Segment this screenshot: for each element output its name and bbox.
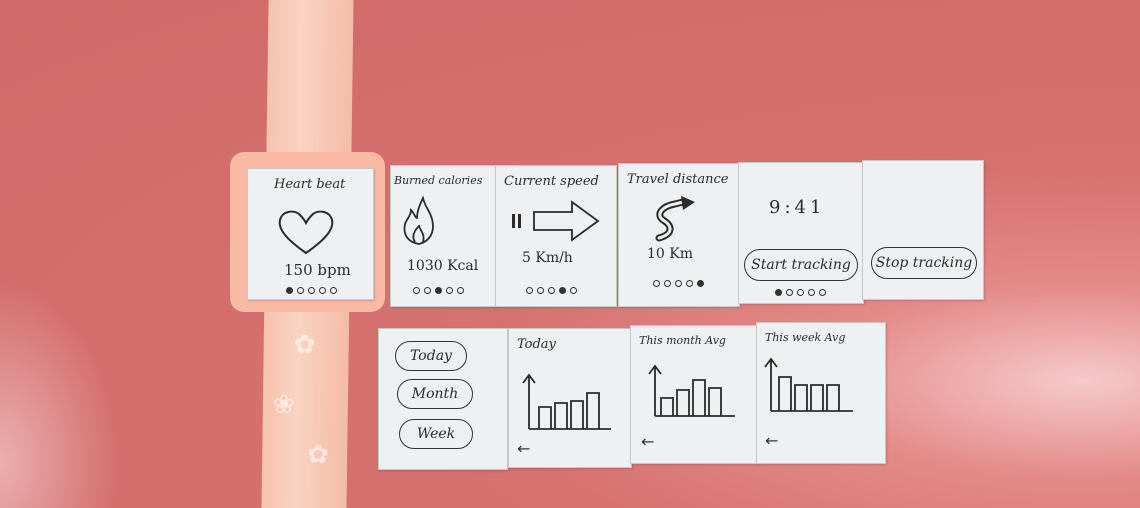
page-dot xyxy=(697,280,704,287)
stop-tracking-screen: Stop tracking xyxy=(862,160,984,300)
menu-today-button[interactable]: Today xyxy=(395,341,467,371)
page-dot xyxy=(330,287,337,294)
page-dots xyxy=(775,289,826,296)
heart-icon xyxy=(278,210,334,255)
page-dot xyxy=(819,289,826,296)
page-dot xyxy=(548,287,555,294)
page-dots xyxy=(286,287,337,294)
route-icon xyxy=(655,196,695,242)
today-chart-screen: Today ← xyxy=(508,328,632,468)
bar-chart-icon xyxy=(522,373,611,430)
page-dots xyxy=(653,280,704,287)
page-dot xyxy=(286,287,293,294)
stop-tracking-button[interactable]: Stop tracking xyxy=(871,247,977,279)
page-dot xyxy=(559,287,566,294)
flame-icon xyxy=(403,196,434,245)
bar-chart-icon xyxy=(648,364,735,417)
page-dot xyxy=(570,287,577,294)
chart-title: This month Avg xyxy=(639,334,726,347)
heart-rate-value: 150 bpm xyxy=(284,261,351,279)
page-dot xyxy=(797,289,804,296)
history-menu-screen: Today Month Week xyxy=(378,328,508,470)
page-dot xyxy=(675,280,682,287)
chart-title: Today xyxy=(517,337,556,352)
chart-title: This week Avg xyxy=(765,331,846,344)
burned-calories-screen: Burned calories 1030 Kcal xyxy=(390,165,496,307)
current-speed-screen: Current speed 5 Km/h xyxy=(495,165,617,307)
page-dot xyxy=(457,287,464,294)
travel-distance-screen: Travel distance 10 Km xyxy=(618,163,740,307)
screen-title: Current speed xyxy=(504,174,599,189)
page-dot xyxy=(808,289,815,296)
speed-value: 5 Km/h xyxy=(522,250,573,266)
month-chart-screen: This month Avg ← xyxy=(630,325,758,464)
page-dot xyxy=(664,280,671,287)
page-dot xyxy=(413,287,420,294)
page-dot xyxy=(435,287,442,294)
menu-month-button[interactable]: Month xyxy=(397,379,473,409)
week-chart-screen: This week Avg ← xyxy=(756,322,886,464)
distance-value: 10 Km xyxy=(647,246,693,262)
start-tracking-button[interactable]: Start tracking xyxy=(744,249,858,281)
page-dot xyxy=(775,289,782,296)
page-dots xyxy=(413,287,464,294)
screen-title: Burned calories xyxy=(394,174,483,187)
screen-title: Travel distance xyxy=(627,172,729,187)
flower-pattern-icon: ✿ xyxy=(306,440,330,470)
start-tracking-screen: 9:41 Start tracking xyxy=(738,162,864,304)
back-arrow-icon[interactable]: ← xyxy=(641,432,655,451)
light-glare xyxy=(0,280,120,508)
page-dot xyxy=(686,280,693,287)
arrow-icon xyxy=(512,200,600,242)
page-dot xyxy=(653,280,660,287)
page-dot xyxy=(786,289,793,296)
clock-time: 9:41 xyxy=(769,197,826,218)
back-arrow-icon[interactable]: ← xyxy=(517,439,531,458)
flower-pattern-icon: ❀ xyxy=(272,390,295,420)
menu-week-button[interactable]: Week xyxy=(399,419,473,449)
bar-chart-icon xyxy=(764,357,853,412)
flower-pattern-icon: ✿ xyxy=(293,330,316,360)
page-dot xyxy=(446,287,453,294)
page-dot xyxy=(319,287,326,294)
calories-value: 1030 Kcal xyxy=(407,258,479,274)
page-dot xyxy=(537,287,544,294)
page-dot xyxy=(424,287,431,294)
page-dot xyxy=(308,287,315,294)
heart-beat-screen: Heart beat 150 bpm xyxy=(247,168,374,300)
page-dots xyxy=(526,287,577,294)
screen-title: Heart beat xyxy=(274,177,346,192)
page-dot xyxy=(526,287,533,294)
back-arrow-icon[interactable]: ← xyxy=(765,431,779,450)
page-dot xyxy=(297,287,304,294)
